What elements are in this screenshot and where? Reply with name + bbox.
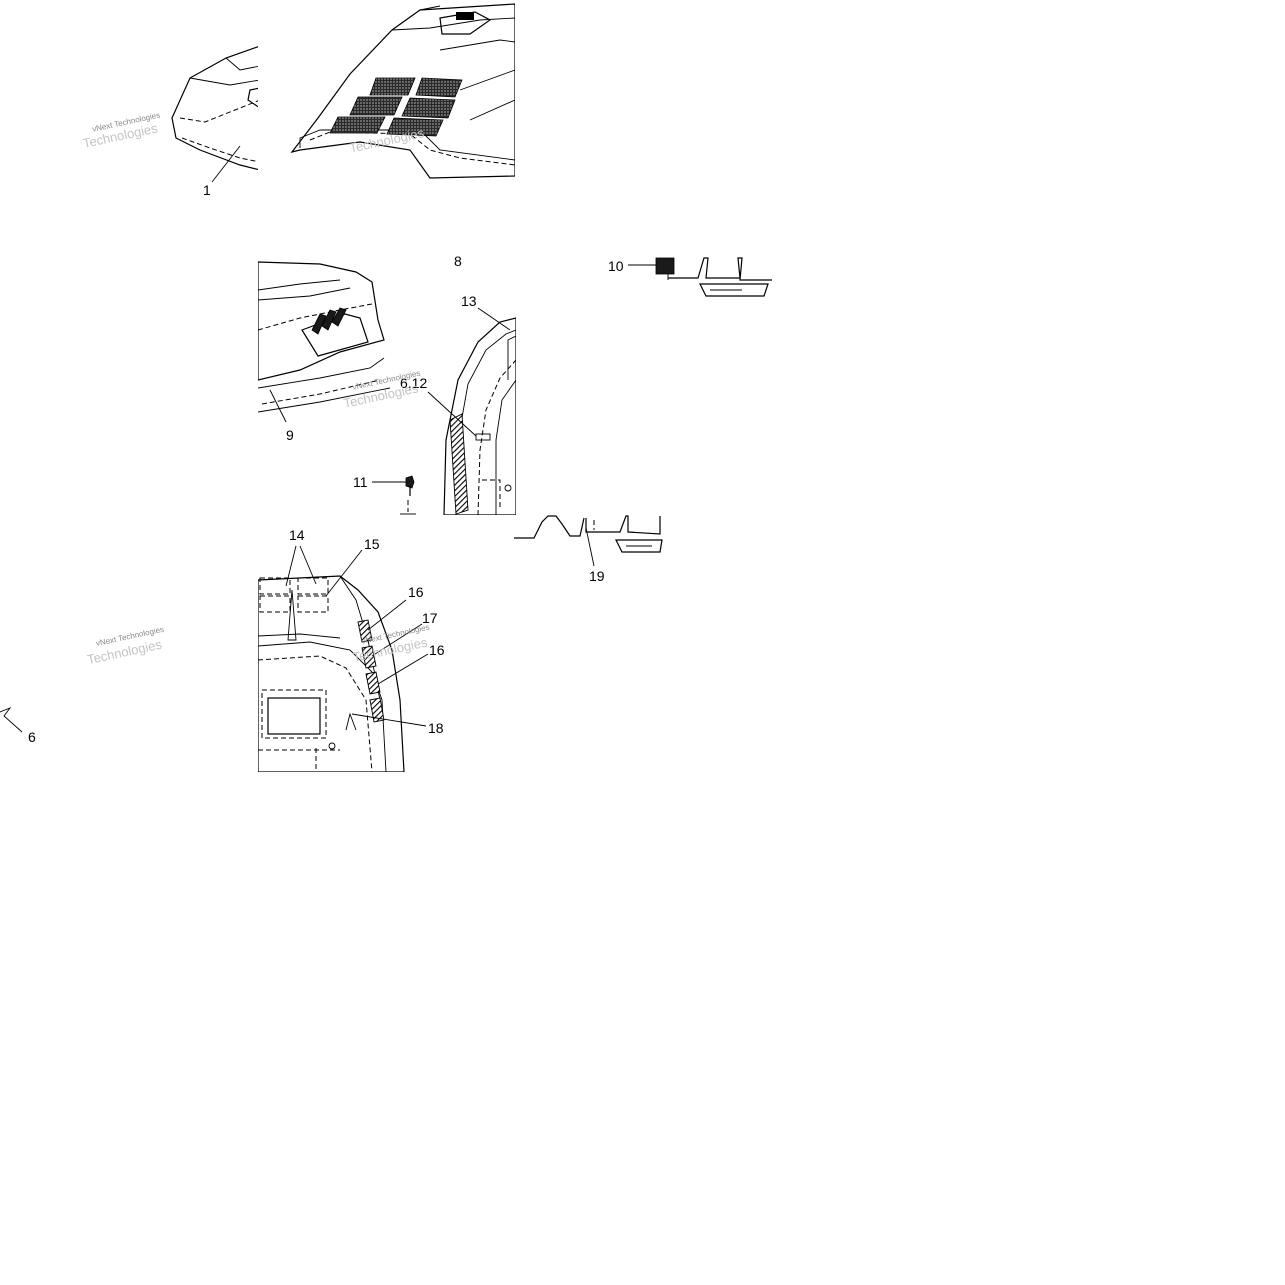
callout-11: 11 xyxy=(353,474,368,490)
callout-leader-1 xyxy=(211,145,241,183)
callout-16a: 16 xyxy=(408,584,424,600)
body-rear-view xyxy=(258,575,405,772)
callout-12: 6,12 xyxy=(400,375,427,391)
callout-leader-9 xyxy=(269,389,287,423)
callout-10: 10 xyxy=(608,258,624,274)
fastener-part-11 xyxy=(372,475,416,515)
hood-side-view xyxy=(258,261,391,413)
callout-leader-15 xyxy=(325,549,363,597)
hood-front-left-view xyxy=(171,46,258,171)
clip-profile-10 xyxy=(628,257,772,297)
callout-leader-16a xyxy=(367,599,407,631)
callout-18: 18 xyxy=(428,720,444,736)
callout-leader-19 xyxy=(585,527,595,567)
callout-leader-14a xyxy=(285,545,297,587)
callout-leader-18 xyxy=(351,713,427,727)
watermark-2: Technologies vNext Technologies xyxy=(342,369,421,411)
callout-14: 14 xyxy=(289,527,305,543)
callout-15: 15 xyxy=(364,536,380,552)
fender-side-view xyxy=(443,317,516,515)
callout-13: 13 xyxy=(461,293,477,309)
callout-16b: 16 xyxy=(429,642,445,658)
callout-19: 19 xyxy=(589,568,605,584)
callout-8: 8 xyxy=(454,253,462,269)
callout-6: 6 xyxy=(28,729,36,745)
seal-profile-19 xyxy=(514,515,663,553)
callout-leader-13 xyxy=(477,307,511,331)
callout-leader-12 xyxy=(427,391,477,437)
callout-9: 9 xyxy=(286,427,294,443)
callout-leader-14b xyxy=(299,545,317,585)
callout-17: 17 xyxy=(422,610,438,626)
callout-leader-16b xyxy=(377,653,429,685)
callout-1: 1 xyxy=(203,182,211,198)
watermark-1: Technologies vNext Technologies xyxy=(81,111,160,151)
callout-leader-17 xyxy=(371,623,423,657)
partial-part-6 xyxy=(0,706,23,733)
watermark-3: Technologies vNext Technologies xyxy=(86,625,165,667)
hood-top-view xyxy=(290,3,515,179)
